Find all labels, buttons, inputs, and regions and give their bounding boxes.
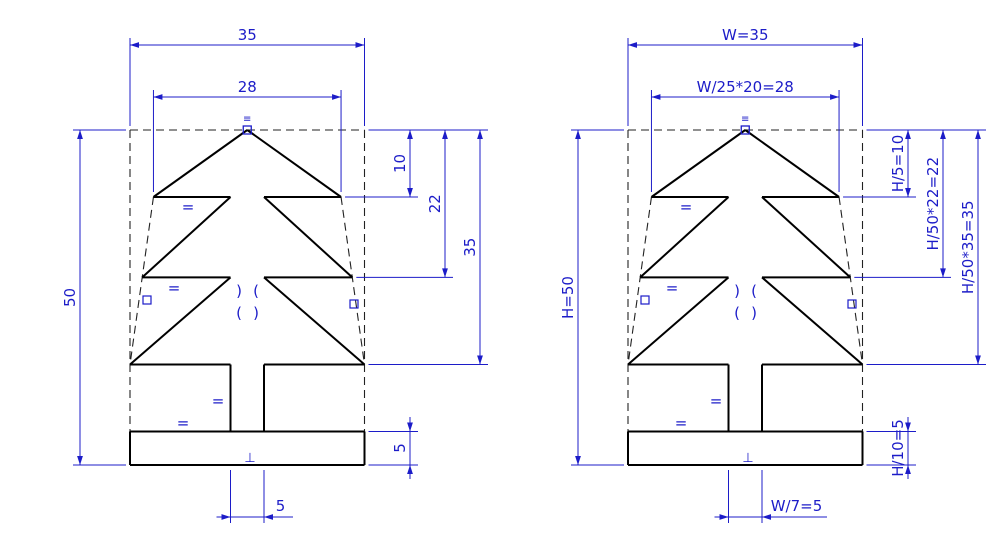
symmetry-constraint-icon: ( xyxy=(751,282,757,300)
dim-crown-width-label[interactable]: 28 xyxy=(238,78,257,96)
dimension-arrow-icon xyxy=(628,42,637,48)
dimension-arrow-icon xyxy=(153,94,163,100)
dimension-arrow-icon xyxy=(407,422,413,432)
dimension-arrow-icon xyxy=(575,130,581,139)
perpendicular-constraint-icon xyxy=(142,295,152,305)
perpendicular-constraint-icon: ⊥ xyxy=(244,451,255,466)
dimension-arrow-icon xyxy=(442,130,448,139)
construction-lines xyxy=(627,129,864,432)
perpendicular-constraint-icon xyxy=(847,299,857,309)
dim-trunk-width-label[interactable]: W/7=5 xyxy=(771,497,823,515)
coincident-constraint-icon xyxy=(242,125,252,135)
constraint-icons: ≡ = = = =) ( () ⊥ xyxy=(142,114,359,466)
tree-outline xyxy=(627,129,864,466)
dim-tier1-height-label[interactable]: 10 xyxy=(391,154,409,173)
figure-numeric-tree: 35 28 10 22 35 50 5 5 ≡ = = = =) ( () ⊥ xyxy=(61,26,488,523)
dimension-arrow-icon xyxy=(940,268,946,278)
dim-tier2-height-label[interactable]: H/50*22=22 xyxy=(924,157,942,251)
dim-overall-height-label[interactable]: H=50 xyxy=(559,276,577,319)
dim-tier3-height-label[interactable]: 35 xyxy=(461,238,479,257)
equal-constraint-icon: = xyxy=(177,414,190,432)
dimension-arrow-icon xyxy=(905,130,911,139)
figure-parametric-tree: W=35W/25*20=28H/5=10 H/50*22=22 H/50*35=35… xyxy=(559,26,986,523)
equal-constraint-icon: = xyxy=(710,392,723,410)
dim-tier3-height-label[interactable]: H/50*35=35 xyxy=(959,200,977,294)
dimension-arrow-icon xyxy=(975,355,981,365)
dimension-arrow-icon xyxy=(905,422,911,432)
equal-constraint-icon: = xyxy=(680,198,693,216)
dim-tier1-height-label[interactable]: H/5=10 xyxy=(889,135,907,193)
dimension-arrow-icon xyxy=(355,42,365,48)
block-constraint-icon: ≡ xyxy=(243,114,251,125)
dimension-arrow-icon xyxy=(853,42,863,48)
dim-crown-width-label[interactable]: W/25*20=28 xyxy=(697,78,794,96)
symmetry-constraint-icon: ( xyxy=(734,304,740,322)
equal-constraint-icon: = xyxy=(182,198,195,216)
coincident-constraint-icon xyxy=(740,125,750,135)
dim-overall-width-label[interactable]: 35 xyxy=(238,26,257,44)
dim-tier2-height-label[interactable]: 22 xyxy=(426,194,444,213)
dim-base-height-label[interactable]: 5 xyxy=(391,443,409,453)
equal-constraint-icon: = xyxy=(168,279,181,297)
dimension-arrow-icon xyxy=(477,355,483,365)
equal-constraint-icon: = xyxy=(666,279,679,297)
perpendicular-constraint-icon xyxy=(640,295,650,305)
symmetry-constraint-icon: ) xyxy=(734,282,740,300)
dim-overall-height-label[interactable]: 50 xyxy=(61,288,79,307)
constraint-icons: ≡ = = = =) ( () ⊥ xyxy=(640,114,857,466)
equal-constraint-icon: = xyxy=(675,414,688,432)
dim-base-height-label[interactable]: H/10=5 xyxy=(889,419,907,477)
dimension-arrow-icon xyxy=(905,465,911,474)
equal-constraint-icon: = xyxy=(212,392,225,410)
dimension-arrow-icon xyxy=(407,188,413,197)
dimension-arrow-icon xyxy=(407,130,413,139)
dimension-arrow-icon xyxy=(905,188,911,197)
dimension-arrow-icon xyxy=(221,514,231,520)
dimension-arrow-icon xyxy=(332,94,342,100)
dimension-arrow-icon xyxy=(130,42,139,48)
dimension-arrow-icon xyxy=(651,94,661,100)
perpendicular-constraint-icon xyxy=(349,299,359,309)
dimension-arrow-icon xyxy=(975,130,981,139)
dimension-arrow-icon xyxy=(575,456,581,465)
dimension-arrow-icon xyxy=(477,130,483,139)
dimensions: 35 28 10 22 35 50 5 5 xyxy=(61,26,488,523)
dimensions: W=35W/25*20=28H/5=10 H/50*22=22 H/50*35=35… xyxy=(559,26,986,523)
dimension-arrow-icon xyxy=(719,514,729,520)
symmetry-constraint-icon: ( xyxy=(236,304,242,322)
symmetry-constraint-icon: ( xyxy=(253,282,259,300)
dimension-arrow-icon xyxy=(77,130,83,139)
dimension-arrow-icon xyxy=(940,130,946,139)
dimension-arrow-icon xyxy=(762,514,771,520)
dim-overall-width-label[interactable]: W=35 xyxy=(722,26,769,44)
perpendicular-constraint-icon: ⊥ xyxy=(742,451,753,466)
block-constraint-icon: ≡ xyxy=(741,114,749,125)
tree-outline xyxy=(129,129,366,466)
symmetry-constraint-icon: ) xyxy=(253,304,259,322)
construction-lines xyxy=(129,129,366,432)
symmetry-constraint-icon: ) xyxy=(236,282,242,300)
dimension-arrow-icon xyxy=(407,465,413,474)
dimension-arrow-icon xyxy=(442,268,448,278)
dimension-arrow-icon xyxy=(830,94,840,100)
dimension-arrow-icon xyxy=(264,514,273,520)
dim-trunk-width-label[interactable]: 5 xyxy=(276,497,286,515)
dimension-arrow-icon xyxy=(77,456,83,465)
symmetry-constraint-icon: ) xyxy=(751,304,757,322)
